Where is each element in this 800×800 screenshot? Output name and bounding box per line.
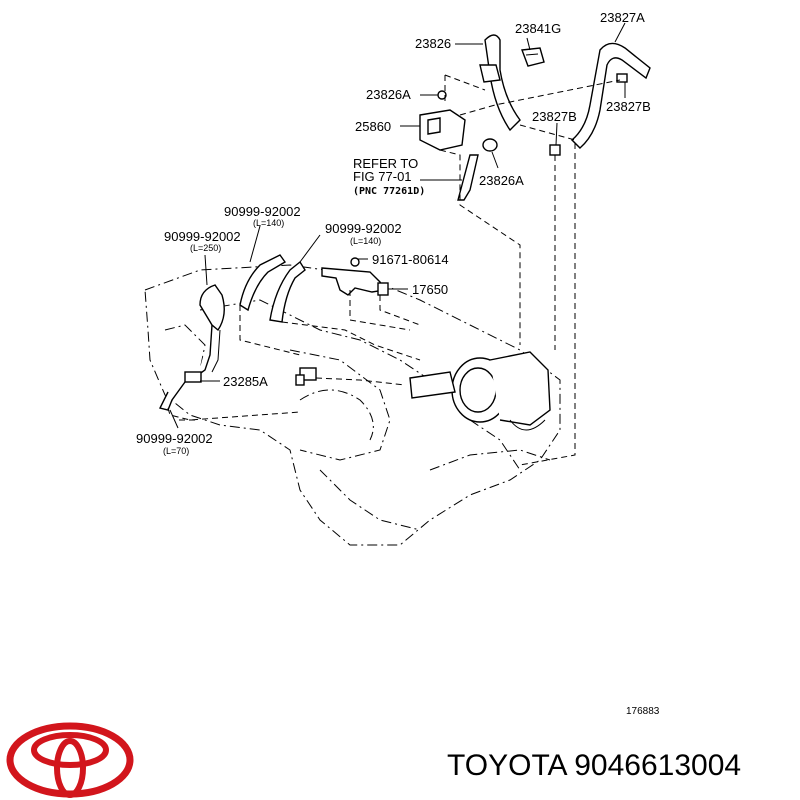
clip-23841G xyxy=(521,47,545,67)
label-23827B-right: 23827B xyxy=(606,99,651,114)
label-hose-140-right-len: (L=140) xyxy=(350,236,381,246)
refer-line3: (PNC 77261D) xyxy=(353,186,425,197)
callout-leaders xyxy=(169,22,626,429)
label-25860: 25860 xyxy=(355,119,391,134)
label-91671: 91671-80614 xyxy=(372,252,449,267)
label-hose-70-len: (L=70) xyxy=(163,446,189,456)
label-23827B-left: 23827B xyxy=(532,109,577,124)
label-23827A: 23827A xyxy=(600,10,645,25)
brand-part-number: TOYOTA 9046613004 xyxy=(447,749,741,782)
left-hose-assembly xyxy=(158,254,306,411)
label-hose-140-top: 90999-92002 xyxy=(224,204,301,219)
label-23841G: 23841G xyxy=(515,21,561,36)
refer-line2: FIG 77-01 xyxy=(353,169,412,184)
figure-id: 176883 xyxy=(626,706,660,717)
hose-23826 xyxy=(479,34,521,132)
label-hose-250-len: (L=250) xyxy=(190,243,221,253)
air-intake-assembly xyxy=(409,351,551,431)
vsv-25860 xyxy=(419,90,466,151)
label-17650: 17650 xyxy=(412,282,448,297)
hose-23827A xyxy=(570,42,651,149)
label-hose-140-right: 90999-92002 xyxy=(325,221,402,236)
engine-outline xyxy=(144,264,561,546)
callout-labels: 23826 23841G 23827A 23826A 25860 23827B … xyxy=(136,10,660,717)
label-23285A: 23285A xyxy=(223,374,268,389)
label-hose-250: 90999-92002 xyxy=(164,229,241,244)
label-hose-140-top-len: (L=140) xyxy=(253,218,284,228)
label-23826A-top: 23826A xyxy=(366,87,411,102)
label-23826A-mid: 23826A xyxy=(479,173,524,188)
clip-23826A xyxy=(457,138,498,201)
toyota-logo xyxy=(6,722,134,798)
connector-small xyxy=(295,367,317,386)
refer-line1: REFER TO xyxy=(353,156,418,171)
dashed-leaders xyxy=(167,74,621,466)
label-hose-70: 90999-92002 xyxy=(136,431,213,446)
label-23826: 23826 xyxy=(415,36,451,51)
clip-23827B xyxy=(549,144,561,156)
